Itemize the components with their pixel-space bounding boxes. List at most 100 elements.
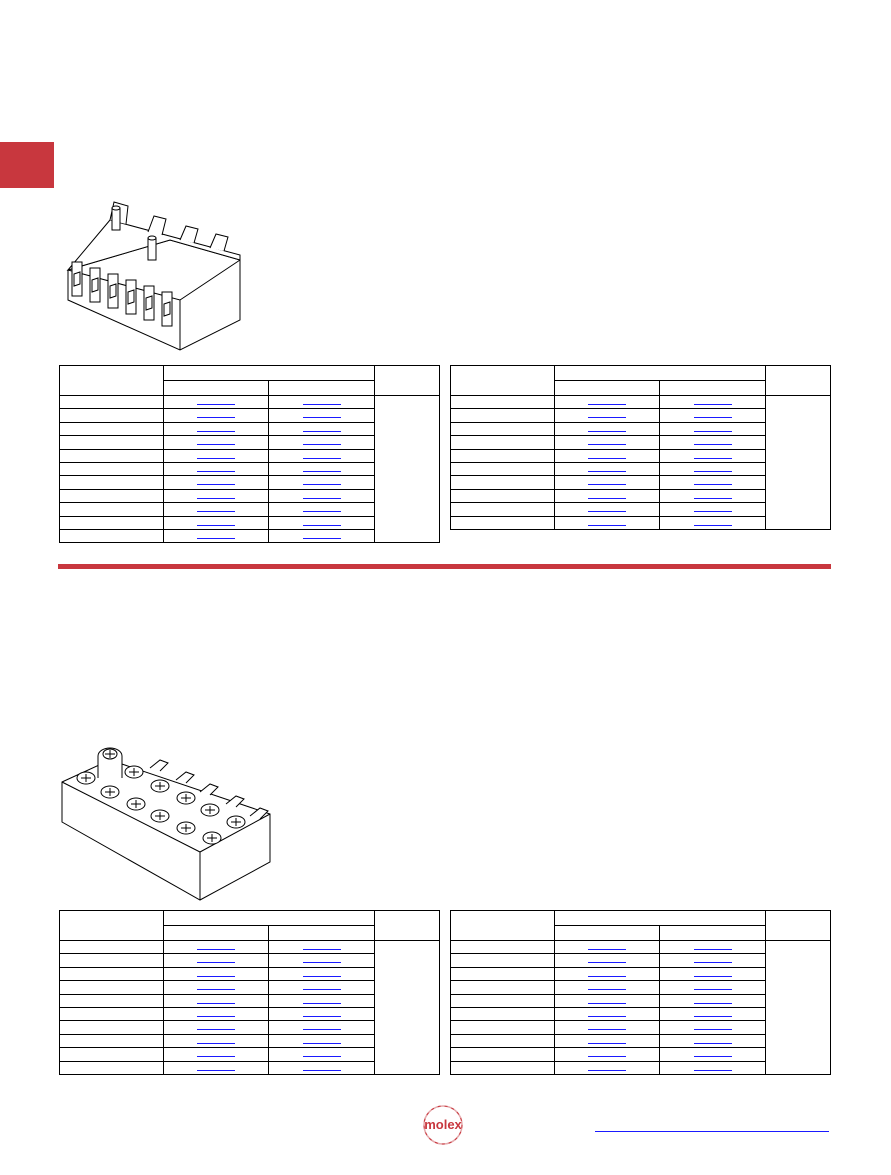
part-number-link[interactable] bbox=[197, 494, 235, 499]
part-number-link[interactable] bbox=[588, 400, 626, 406]
part-number-link[interactable] bbox=[588, 494, 626, 499]
part-number-link[interactable] bbox=[588, 521, 626, 526]
part-number-link[interactable] bbox=[197, 440, 235, 446]
part-number-link[interactable] bbox=[197, 413, 235, 419]
part-number-link[interactable] bbox=[197, 427, 235, 432]
part-number-link[interactable] bbox=[197, 999, 235, 1004]
part-number-link[interactable] bbox=[302, 534, 341, 539]
part-number-link[interactable] bbox=[588, 454, 626, 459]
part-number-link[interactable] bbox=[197, 534, 235, 539]
part-number-link[interactable] bbox=[302, 507, 341, 513]
part-number-link[interactable] bbox=[693, 945, 732, 951]
part-number-link[interactable] bbox=[302, 454, 341, 459]
part-number-link[interactable] bbox=[693, 1052, 732, 1058]
part-number-link[interactable] bbox=[302, 1039, 341, 1044]
part-number-link[interactable] bbox=[588, 507, 626, 513]
part-number-link[interactable] bbox=[693, 521, 732, 526]
part-number-link[interactable] bbox=[588, 427, 626, 432]
part-number-link[interactable] bbox=[302, 440, 341, 446]
part-number-link[interactable] bbox=[302, 494, 341, 499]
part-number-link[interactable] bbox=[302, 521, 341, 526]
part-number-link[interactable] bbox=[693, 1025, 732, 1031]
part-number-link[interactable] bbox=[693, 400, 732, 406]
part-number-link[interactable] bbox=[693, 467, 732, 473]
part-number-link[interactable] bbox=[302, 999, 341, 1004]
part-number-link[interactable] bbox=[302, 985, 341, 991]
header-cell bbox=[163, 365, 375, 381]
part-number-link[interactable] bbox=[302, 427, 341, 432]
part-number-link[interactable] bbox=[588, 945, 626, 951]
header-cell bbox=[59, 365, 164, 396]
part-number-link[interactable] bbox=[588, 999, 626, 1004]
table-row bbox=[59, 980, 440, 995]
part-number-link[interactable] bbox=[302, 1066, 341, 1071]
table-row bbox=[59, 448, 440, 463]
part-number-link[interactable] bbox=[588, 1052, 626, 1058]
part-number-link[interactable] bbox=[302, 972, 341, 977]
part-number-link[interactable] bbox=[693, 999, 732, 1004]
part-number-link[interactable] bbox=[197, 1039, 235, 1044]
header-cell bbox=[374, 365, 440, 396]
part-number-link[interactable] bbox=[693, 413, 732, 419]
part-number-link[interactable] bbox=[588, 413, 626, 419]
table-row bbox=[59, 1060, 440, 1075]
part-number-link[interactable] bbox=[302, 413, 341, 419]
part-number-link[interactable] bbox=[197, 467, 235, 473]
part-number-link[interactable] bbox=[588, 958, 626, 964]
part-number-link[interactable] bbox=[197, 972, 235, 977]
part-number-link[interactable] bbox=[302, 480, 341, 486]
part-number-link[interactable] bbox=[693, 1066, 732, 1071]
part-number-link[interactable] bbox=[302, 958, 341, 964]
part-number-link[interactable] bbox=[588, 1066, 626, 1071]
part-number-link[interactable] bbox=[693, 972, 732, 977]
part-number-link[interactable] bbox=[693, 507, 732, 513]
part-number-link[interactable] bbox=[693, 454, 732, 459]
table-row bbox=[59, 939, 440, 1075]
header-cell bbox=[765, 910, 831, 941]
part-number-link[interactable] bbox=[197, 400, 235, 406]
part-number-link[interactable] bbox=[197, 985, 235, 991]
part-number-link[interactable] bbox=[693, 958, 732, 964]
part-number-link[interactable] bbox=[693, 440, 732, 446]
molex-logo: molex bbox=[423, 1105, 463, 1145]
table-row bbox=[450, 1060, 831, 1075]
part-number-link[interactable] bbox=[693, 480, 732, 486]
part-number-link[interactable] bbox=[588, 467, 626, 473]
part-number-link[interactable] bbox=[693, 985, 732, 991]
part-number-link[interactable] bbox=[197, 958, 235, 964]
table-row bbox=[59, 488, 440, 504]
part-number-link[interactable] bbox=[588, 440, 626, 446]
part-number-link[interactable] bbox=[588, 480, 626, 486]
header-cell bbox=[554, 925, 660, 941]
logo-text: molex bbox=[424, 1117, 462, 1132]
part-number-link[interactable] bbox=[588, 1025, 626, 1031]
section-divider bbox=[58, 564, 831, 569]
part-number-link[interactable] bbox=[588, 985, 626, 991]
part-number-link[interactable] bbox=[197, 1052, 235, 1058]
part-number-link[interactable] bbox=[302, 945, 341, 951]
footer-website-link[interactable] bbox=[595, 1124, 829, 1132]
part-number-link[interactable] bbox=[693, 1012, 732, 1018]
part-number-link[interactable] bbox=[588, 1039, 626, 1044]
part-number-link[interactable] bbox=[302, 467, 341, 473]
part-number-link[interactable] bbox=[197, 507, 235, 513]
header-cell bbox=[163, 910, 375, 926]
part-number-link[interactable] bbox=[197, 1025, 235, 1031]
part-number-link[interactable] bbox=[302, 400, 341, 406]
part-number-link[interactable] bbox=[197, 454, 235, 459]
part-number-link[interactable] bbox=[197, 1012, 235, 1018]
part-number-link[interactable] bbox=[197, 521, 235, 526]
header-cell bbox=[374, 910, 440, 941]
part-number-link[interactable] bbox=[693, 494, 732, 499]
part-number-link[interactable] bbox=[588, 1012, 626, 1018]
part-number-link[interactable] bbox=[693, 1039, 732, 1044]
part-number-link[interactable] bbox=[197, 945, 235, 951]
table-row bbox=[450, 394, 831, 530]
part-number-link[interactable] bbox=[302, 1025, 341, 1031]
part-number-link[interactable] bbox=[197, 1066, 235, 1071]
part-number-link[interactable] bbox=[197, 480, 235, 486]
part-number-link[interactable] bbox=[302, 1012, 341, 1018]
part-number-link[interactable] bbox=[693, 427, 732, 432]
part-number-link[interactable] bbox=[588, 972, 626, 977]
part-number-link[interactable] bbox=[302, 1052, 341, 1058]
